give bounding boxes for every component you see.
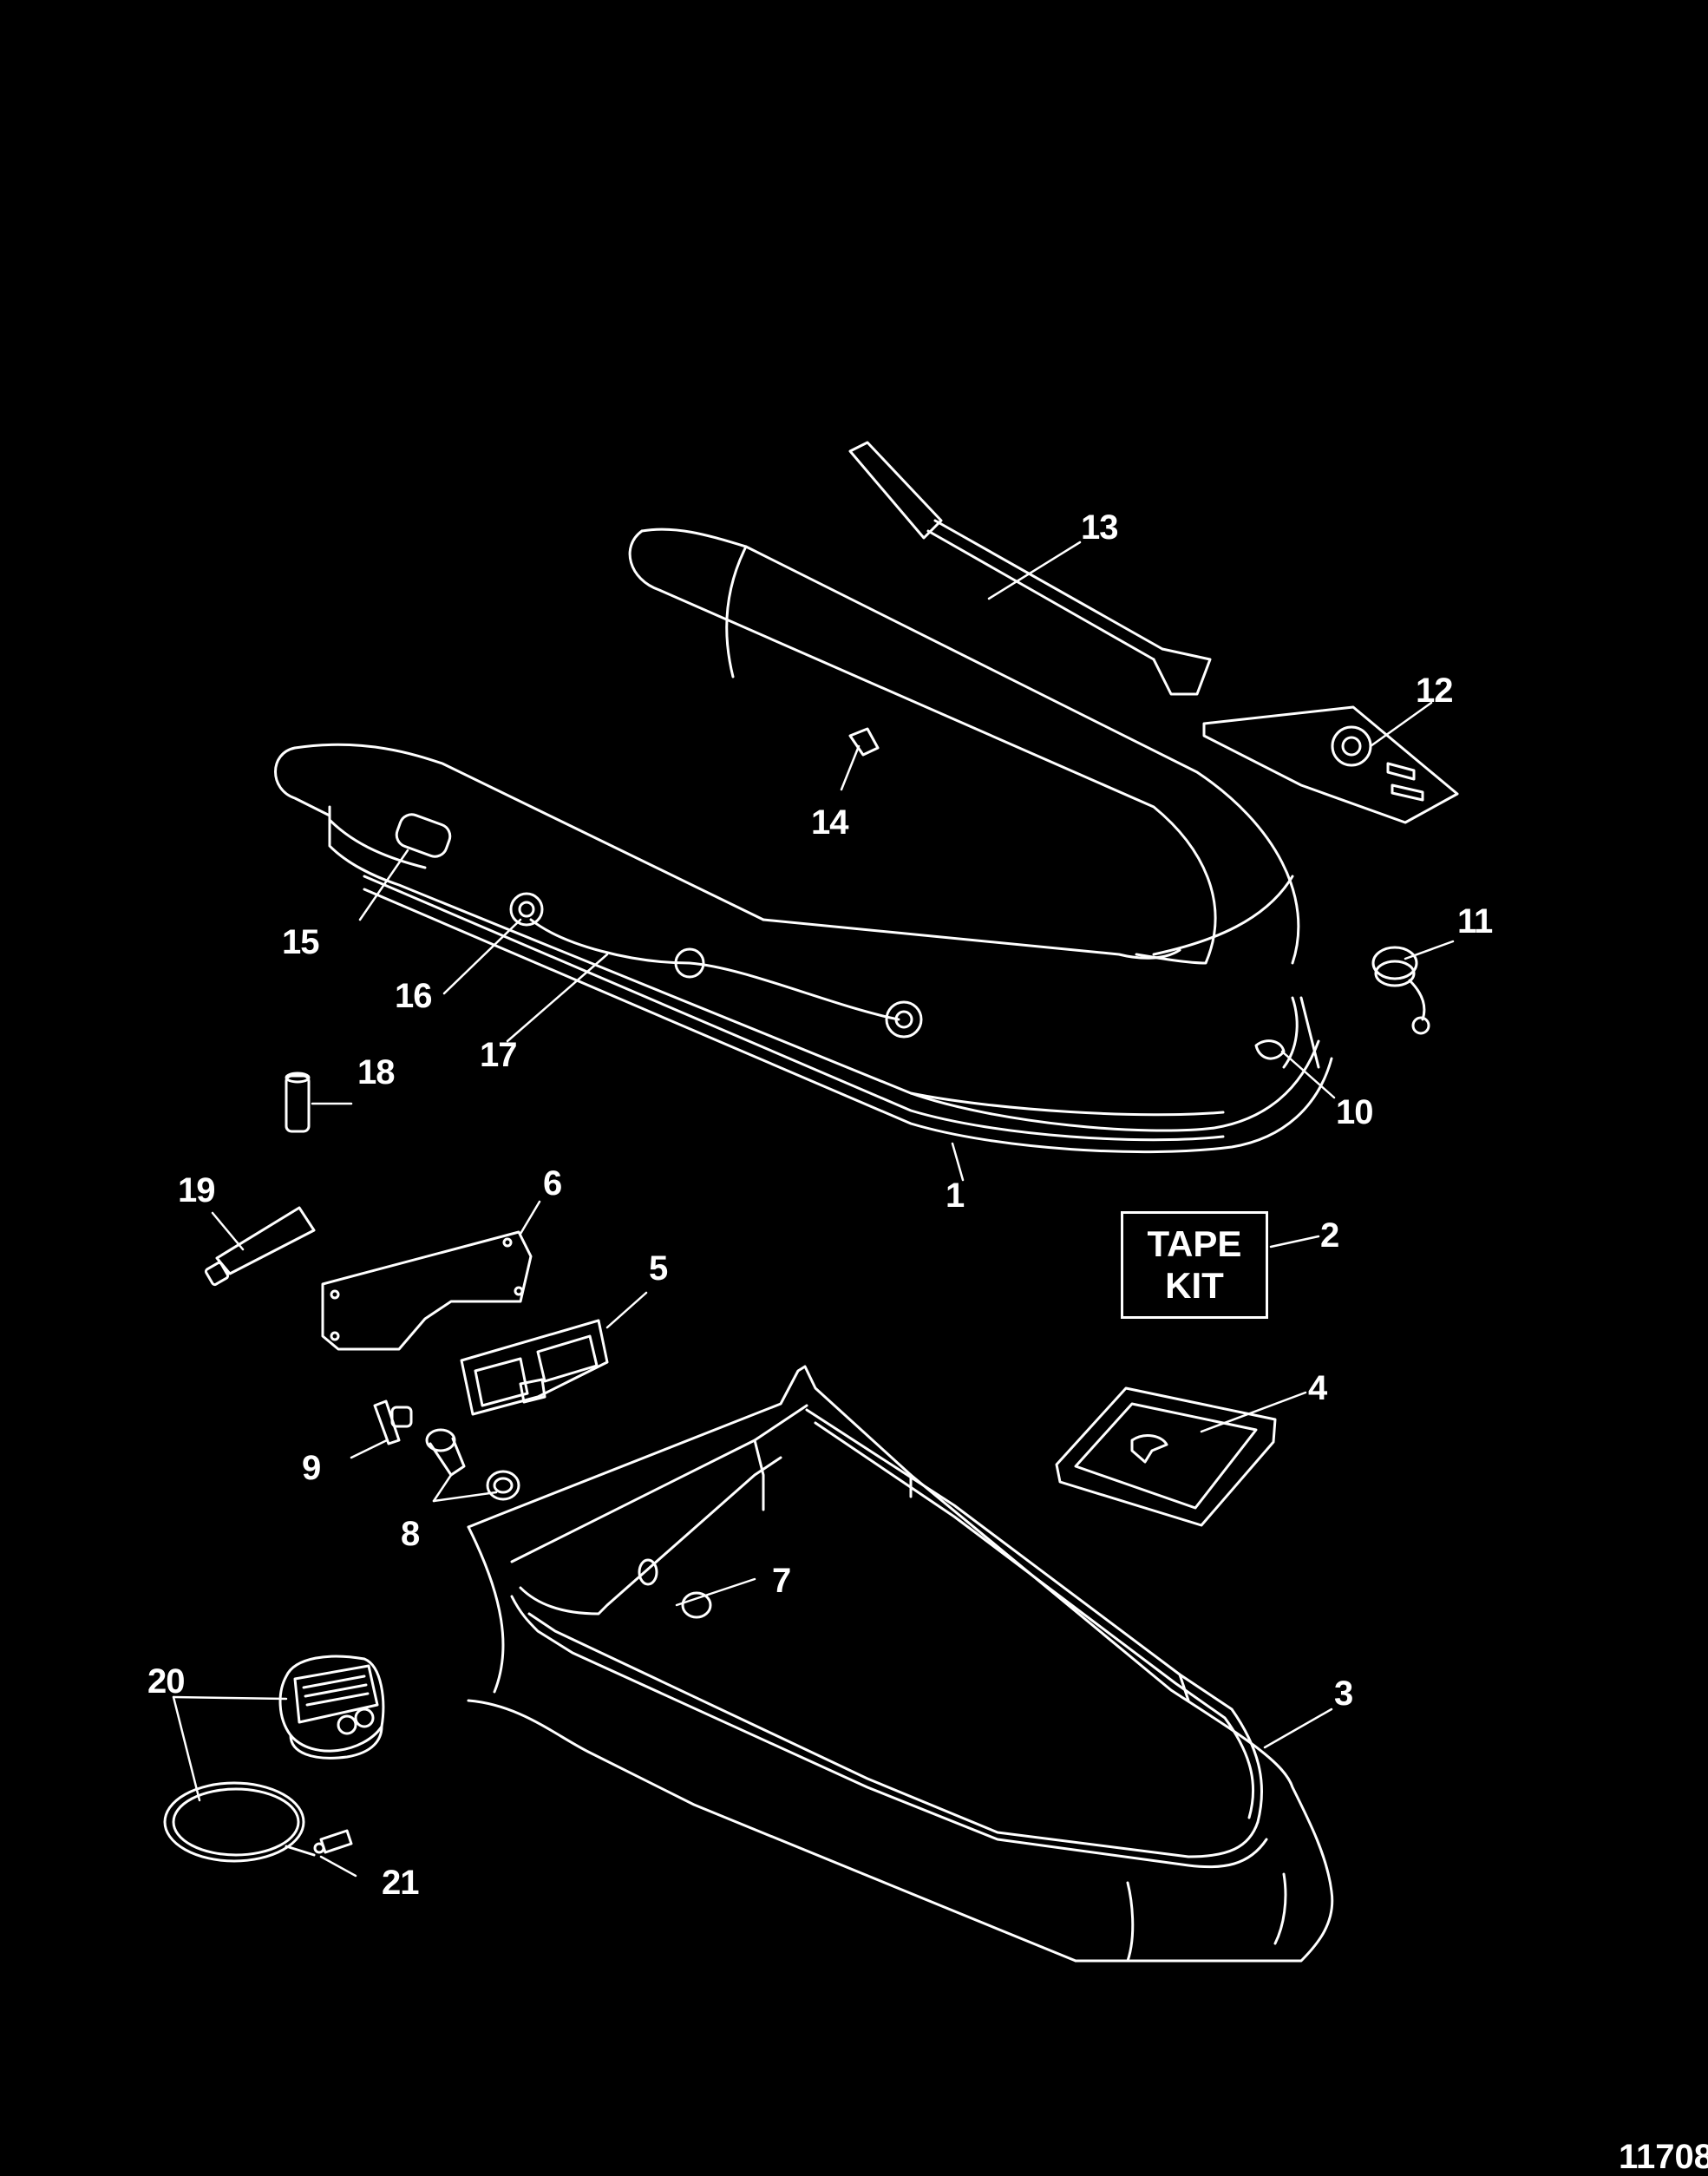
tape-kit-box: TAPE KIT bbox=[1121, 1211, 1268, 1319]
callout-4: 4 bbox=[1308, 1369, 1327, 1407]
callout-1: 1 bbox=[946, 1176, 965, 1215]
adhesive-tube bbox=[285, 1072, 311, 1133]
oar bbox=[848, 441, 1212, 696]
drain-valve bbox=[425, 1428, 520, 1501]
pump-hose bbox=[163, 1781, 316, 1863]
callout-11: 11 bbox=[1457, 902, 1493, 941]
hose-adapter bbox=[313, 1829, 353, 1854]
inspection-hatch bbox=[1055, 1386, 1277, 1527]
callout-18: 18 bbox=[357, 1053, 395, 1091]
callout-16: 16 bbox=[395, 977, 432, 1015]
glue-tube bbox=[204, 1206, 316, 1287]
callout-7: 7 bbox=[772, 1562, 791, 1600]
callout-3: 3 bbox=[1334, 1675, 1353, 1713]
inflatable-tube bbox=[274, 528, 1333, 1154]
callout-14: 14 bbox=[811, 803, 848, 842]
callout-9: 9 bbox=[302, 1449, 321, 1487]
foot-pump bbox=[278, 1655, 385, 1760]
tape-kit-line2: KIT bbox=[1165, 1265, 1224, 1306]
figure-id: 11708 bbox=[1619, 2138, 1708, 2176]
valve-plate bbox=[1202, 705, 1459, 824]
leader-lines bbox=[172, 541, 1455, 1878]
drain-bracket bbox=[373, 1399, 413, 1445]
tape-kit-line1: TAPE bbox=[1147, 1223, 1242, 1264]
callout-19: 19 bbox=[178, 1171, 215, 1209]
hull-floor bbox=[467, 1365, 1334, 1963]
callout-17: 17 bbox=[480, 1036, 517, 1074]
vent-panel bbox=[460, 1319, 609, 1416]
callout-13: 13 bbox=[1081, 508, 1118, 547]
callout-10: 10 bbox=[1336, 1093, 1373, 1131]
callout-2: 2 bbox=[1320, 1216, 1339, 1255]
callout-5: 5 bbox=[649, 1249, 668, 1288]
callout-15: 15 bbox=[282, 923, 319, 961]
callout-8: 8 bbox=[401, 1515, 420, 1553]
valve-cap bbox=[1371, 946, 1430, 1035]
callout-12: 12 bbox=[1416, 672, 1453, 710]
transom-gasket bbox=[321, 1230, 533, 1351]
callout-20: 20 bbox=[147, 1662, 185, 1701]
callout-6: 6 bbox=[543, 1164, 562, 1203]
callout-21: 21 bbox=[382, 1864, 419, 1902]
